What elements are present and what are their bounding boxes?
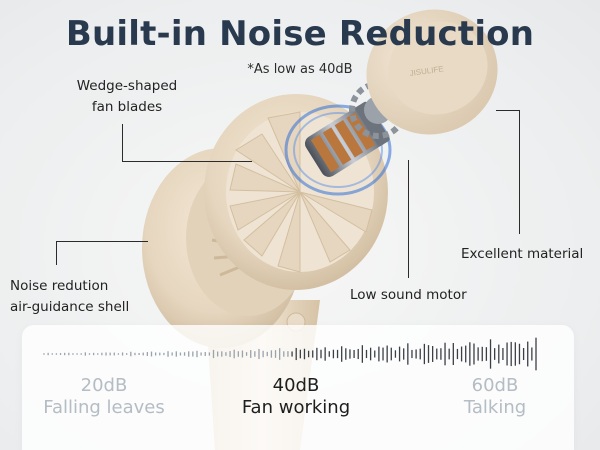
callout-material: Excellent material xyxy=(461,246,584,262)
noise-level-60db-value: 60dB xyxy=(471,375,519,396)
sound-waveform xyxy=(43,337,537,371)
noise-level-20db: 20dB Falling leaves xyxy=(24,375,184,419)
callout-motor-leader-v xyxy=(408,160,409,278)
callout-shell-leader-v xyxy=(56,241,57,265)
callout-shell-line2: air-guidance shell xyxy=(10,299,130,315)
wedge-shaped-fan-blades xyxy=(229,111,373,273)
callout-blades-line2: fan blades xyxy=(91,99,163,115)
noise-level-panel xyxy=(22,325,574,450)
callout-blades: Wedge-shaped fan blades xyxy=(62,76,192,118)
callout-shell: Noise redution air-guidance shell xyxy=(10,276,170,318)
callout-material-leader-v xyxy=(519,110,520,234)
callout-shell-leader-h xyxy=(56,241,148,242)
noise-level-20db-label: Falling leaves xyxy=(43,397,165,418)
page-title: Built-in Noise Reduction xyxy=(65,14,535,54)
callout-blades-line1: Wedge-shaped xyxy=(76,78,178,94)
callout-motor: Low sound motor xyxy=(350,287,467,303)
noise-level-20db-value: 20dB xyxy=(80,375,128,396)
noise-level-40db-value: 40dB xyxy=(272,375,320,396)
noise-level-60db-label: Talking xyxy=(463,397,527,418)
noise-level-60db: 60dB Talking xyxy=(415,375,575,419)
callout-blades-leader-v xyxy=(122,124,123,161)
callout-material-leader-h xyxy=(496,110,520,111)
noise-level-40db: 40dB Fan working xyxy=(216,375,376,419)
noise-level-40db-label: Fan working xyxy=(241,397,351,418)
callout-shell-line1: Noise redution xyxy=(10,278,109,294)
low-sound-motor xyxy=(304,101,390,177)
callout-blades-leader-h xyxy=(122,161,252,162)
page-subtitle: *As low as 40dB xyxy=(247,62,353,77)
